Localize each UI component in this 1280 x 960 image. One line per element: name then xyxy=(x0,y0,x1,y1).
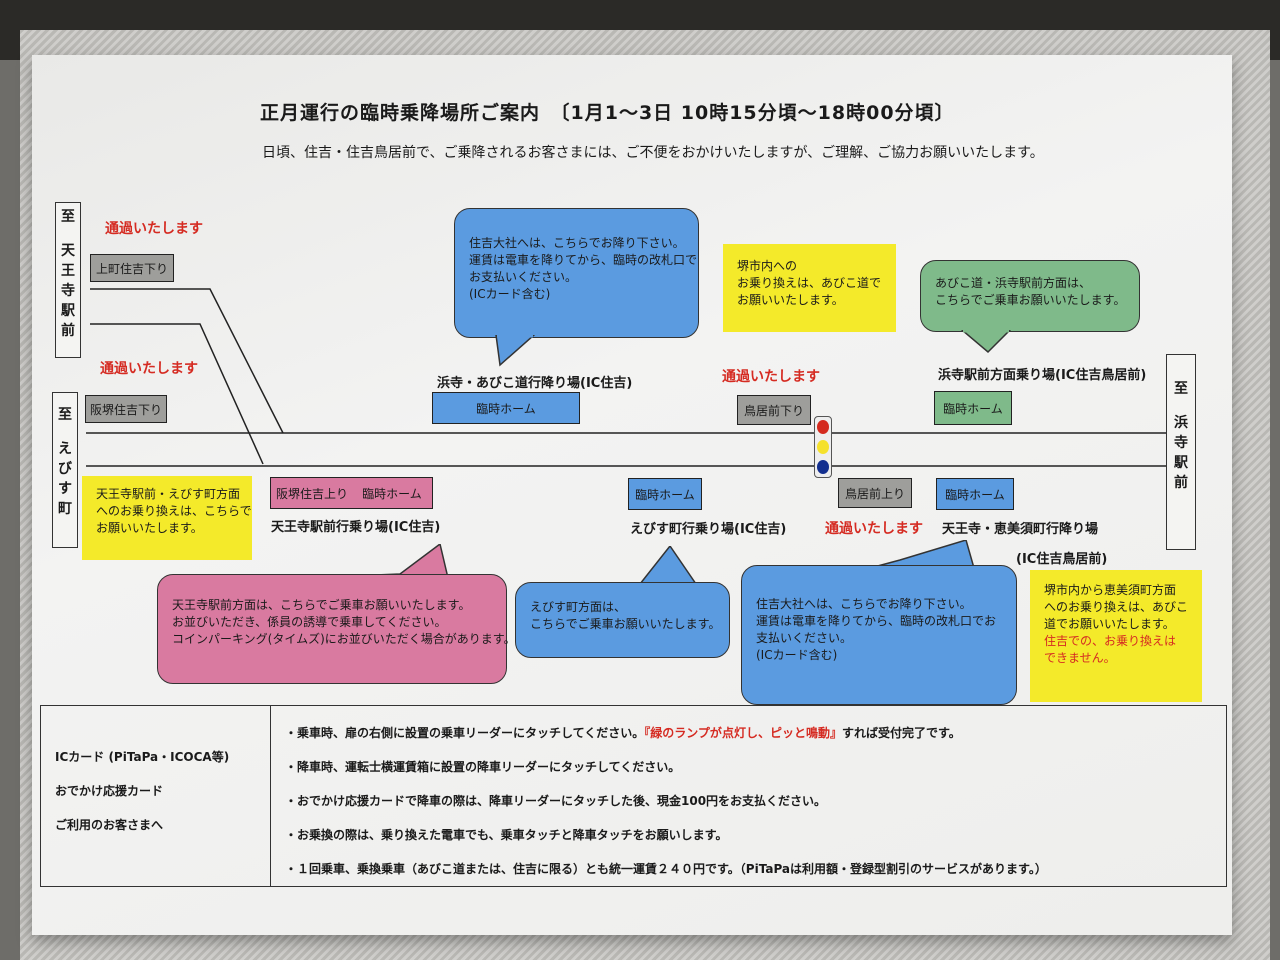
bubble-line: こちらでご乗車お願いいたします。 xyxy=(530,617,721,631)
bubble-line: 天王寺駅前方面は、こちらでご乗車お願いいたします。 xyxy=(172,598,471,612)
platform-label-ebisu-board: えびす町行乗り場(IC住吉) xyxy=(630,522,787,537)
temp-platform-tennoji-board: 臨時ホーム xyxy=(352,477,433,509)
direction-char: す xyxy=(58,481,72,497)
note-warning-line: できません。 xyxy=(1044,651,1116,665)
bubble-line: あびこ道・浜寺駅前方面は、 xyxy=(935,276,1092,290)
note-line: 堺市内への xyxy=(737,259,798,273)
bubble-tennoji-board: 天王寺駅前方面は、こちらでご乗車お願いいたします。 お並びいただき、係員の誘導で… xyxy=(157,574,516,684)
temp-platform-hamadera-abiko: 臨時ホーム xyxy=(432,392,580,424)
signal-red-lamp xyxy=(817,420,829,434)
bubble-abiko-hamadera: あびこ道・浜寺駅前方面は、 こちらでご乗車お願いいたします。 xyxy=(920,260,1140,332)
ic-card-info-rules: ・乗車時、扉の右側に設置の乗車リーダーにタッチしてください。『緑のランプが点灯し… xyxy=(271,706,1226,886)
rule-row: ・降車時、運転士横運賃箱に設置の降車リーダーにタッチしてください。 xyxy=(285,760,681,774)
note-line: 堺市内から恵美須町方面 xyxy=(1044,583,1177,597)
pass-notice-hankai: 通過いたします xyxy=(100,361,198,377)
platform-label-tennoji-board: 天王寺駅前行乗り場(IC住吉) xyxy=(271,520,441,535)
direction-hamadera: 至 浜 寺 駅 前 xyxy=(1166,354,1196,550)
direction-tennoji: 至 天 王 寺 駅 前 xyxy=(55,202,81,358)
heading-line: ICカード (PiTaPa・ICOCA等) xyxy=(55,750,230,764)
bubble-line: (ICカード含む) xyxy=(756,648,838,662)
note-line: 道でお願いいたします。 xyxy=(1044,617,1175,631)
bubble-sumiyoshi-taisha-1: 住吉大社へは、こちらでお降り下さい。 運賃は電車を降りてから、臨時の改札口で お… xyxy=(454,208,699,338)
direction-ebisu: 至 え び す 町 xyxy=(52,392,78,548)
heading-line: ご利用のお客さまへ xyxy=(55,818,164,832)
direction-char: 寺 xyxy=(1174,435,1188,451)
direction-char: 王 xyxy=(61,263,75,279)
bubble-line: えびす町方面は、 xyxy=(530,600,627,614)
rule-row: ・乗車時、扉の右側に設置の乗車リーダーにタッチしてください。『緑のランプが点灯し… xyxy=(285,716,1226,750)
note-line: へのお乗り換えは、あびこ xyxy=(1044,600,1189,614)
bubble-tail xyxy=(495,335,536,367)
bubble-ebisu-board: えびす町方面は、 こちらでご乗車お願いいたします。 xyxy=(515,582,730,658)
direction-char: 至 xyxy=(1174,381,1188,397)
bubble-line: お支払いください。 xyxy=(469,270,578,284)
stop-torii-down: 鳥居前下り xyxy=(737,395,811,425)
traffic-signal-icon xyxy=(814,416,832,478)
rule-text: ・乗車時、扉の右側に設置の乗車リーダーにタッチしてください。 xyxy=(285,726,645,740)
note-sakai-transfer: 堺市内への お乗り換えは、あびこ道で お願いいたします。 xyxy=(723,244,896,332)
direction-char: 寺 xyxy=(61,283,75,299)
bubble-line: 運賃は電車を降りてから、臨時の改札口でお xyxy=(756,614,997,628)
temp-platform-ebisu-board: 臨時ホーム xyxy=(628,478,702,510)
page-title: 正月運行の臨時乗降場所ご案内 〔1月1～3日 10時15分頃～18時00分頃〕 xyxy=(260,102,955,124)
bubble-line: お並びいただき、係員の誘導で乗車してください。 xyxy=(172,615,447,629)
bubble-line: 運賃は電車を降りてから、臨時の改札口で xyxy=(469,253,698,267)
rule-row: ・お乗換の際は、乗り換えた電車でも、乗車タッチと降車タッチをお願いします。 xyxy=(285,828,728,842)
rule-text: すれば受付完了です。 xyxy=(841,726,961,740)
heading-line: おでかけ応援カード xyxy=(55,784,164,798)
temp-platform-tennoji-ebisu-alight: 臨時ホーム xyxy=(936,478,1014,510)
rule-row: ・１回乗車、乗換乗車（あびこ道または、住吉に限る）とも統一運賃２４０円です。（P… xyxy=(285,862,1047,876)
page-subtitle: 日頃、住吉・住吉鳥居前で、ご乗降されるお客さまには、ご不便をおかけいたしますが、… xyxy=(262,145,1044,161)
pass-notice-torii-up: 通過いたします xyxy=(825,521,923,537)
note-tennoji-ebisu-transfer: 天王寺駅前・えびす町方面 へのお乗り換えは、こちらで お願いいたします。 xyxy=(82,476,252,560)
stop-hankai-sumiyoshi-up: 阪堺住吉上り xyxy=(270,477,354,509)
stop-hankai-sumiyoshi-down: 阪堺住吉下り xyxy=(85,395,167,423)
direction-char: 浜 xyxy=(1174,415,1188,431)
platform-label-tennoji-ebisu-alight-ic: (IC住吉鳥居前) xyxy=(1016,552,1108,567)
direction-char: 天 xyxy=(61,243,75,259)
rule-highlight: 『緑のランプが点灯し、ピッと鳴動』 xyxy=(644,726,842,740)
signal-blue-lamp xyxy=(817,460,829,474)
bubble-line: 住吉大社へは、こちらでお降り下さい。 xyxy=(756,597,972,611)
platform-label-hamadera-abiko-alight: 浜寺・あびこ道行降り場(IC住吉) xyxy=(437,376,633,391)
rule-row: ・おでかけ応援カードで降車の際は、降車リーダーにタッチした後、現金100円をお支… xyxy=(285,794,827,808)
note-line: お願いいたします。 xyxy=(737,293,844,307)
temp-platform-hamadera-board: 臨時ホーム xyxy=(934,391,1012,425)
direction-char: 駅 xyxy=(1174,455,1188,471)
direction-char: 至 xyxy=(61,209,75,225)
direction-char: 前 xyxy=(1174,475,1188,491)
note-line: 天王寺駅前・えびす町方面 xyxy=(96,487,241,501)
direction-char: 町 xyxy=(58,501,72,517)
platform-label-tennoji-ebisu-alight: 天王寺・恵美須町行降り場 xyxy=(942,522,1099,537)
signal-yellow-lamp xyxy=(817,440,829,454)
bubble-tail xyxy=(960,330,1012,354)
direction-char: 駅 xyxy=(61,303,75,319)
note-line: お願いいたします。 xyxy=(96,521,203,535)
note-line: へのお乗り換えは、こちらで xyxy=(96,504,252,518)
direction-char: び xyxy=(58,461,72,477)
note-warning-line: 住吉での、お乗り換えは xyxy=(1044,634,1177,648)
direction-char: え xyxy=(58,441,72,457)
stop-torii-up: 鳥居前上り xyxy=(838,478,912,508)
platform-label-hamadera-board: 浜寺駅前方面乗り場(IC住吉鳥居前) xyxy=(938,368,1147,383)
note-sakai-to-ebisu: 堺市内から恵美須町方面 へのお乗り換えは、あびこ 道でお願いいたします。 住吉で… xyxy=(1030,570,1202,702)
direction-char: 前 xyxy=(61,323,75,339)
bubble-line: 支払いください。 xyxy=(756,631,853,645)
note-line: お乗り換えは、あびこ道で xyxy=(737,276,882,290)
bubble-line: コインパーキング(タイムズ)にお並びいただく場合があります。 xyxy=(172,632,516,646)
bubble-line: こちらでご乗車お願いいたします。 xyxy=(935,293,1126,307)
pass-notice-torii-down: 通過いたします xyxy=(722,369,820,385)
bubble-sumiyoshi-taisha-2: 住吉大社へは、こちらでお降り下さい。 運賃は電車を降りてから、臨時の改札口でお … xyxy=(741,565,1017,705)
ic-card-info-table: ICカード (PiTaPa・ICOCA等) おでかけ応援カード ご利用のお客さま… xyxy=(40,705,1227,887)
bubble-tail xyxy=(600,546,698,585)
direction-char: 至 xyxy=(58,407,72,423)
ic-card-info-heading: ICカード (PiTaPa・ICOCA等) おでかけ応援カード ご利用のお客さま… xyxy=(41,706,271,886)
bubble-line: 住吉大社へは、こちらでお降り下さい。 xyxy=(469,236,685,250)
bubble-line: (ICカード含む) xyxy=(469,287,551,301)
stop-uemachi-sumiyoshi-down: 上町住吉下り xyxy=(90,254,174,282)
pass-notice-uemachi: 通過いたします xyxy=(105,221,203,237)
